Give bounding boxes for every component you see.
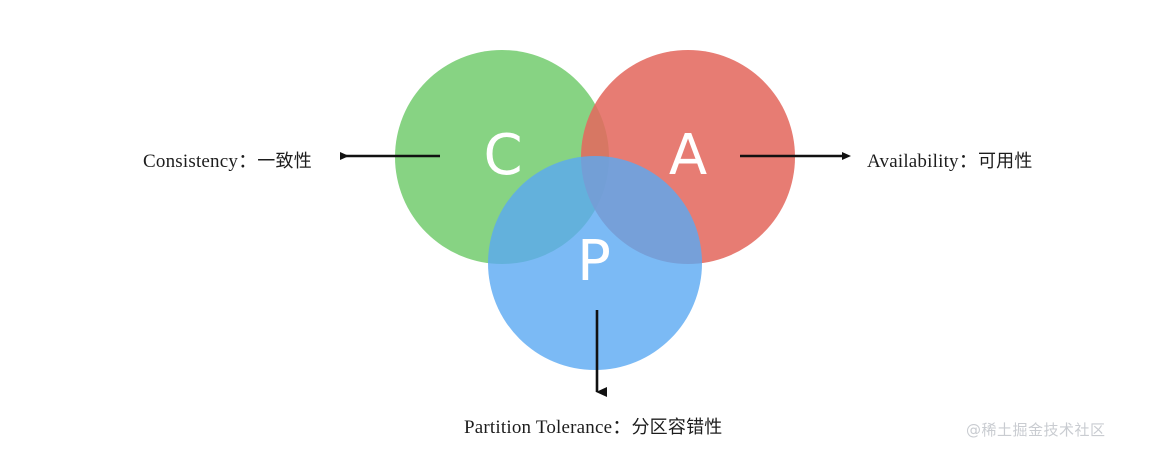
circle-letter-p: P [577,229,611,294]
circle-letters: C A P [483,123,707,294]
watermark: @稀土掘金技术社区 [966,421,1106,439]
label-availability-chinese: 可用性 [977,151,1033,172]
label-partition-tolerance: Partition Tolerance：分区容错性 [464,412,722,439]
label-availability: Availability：可用性 [867,146,1033,173]
label-partition-tolerance-english: Partition Tolerance： [464,417,632,438]
venn-circles [395,50,795,370]
circle-letter-a: A [669,123,707,188]
circle-partition-tolerance [488,156,702,370]
label-consistency: Consistency：一致性 [143,146,312,173]
label-consistency-chinese: 一致性 [257,151,312,172]
circle-letter-c: C [483,123,522,188]
arrows [340,152,851,397]
label-consistency-english: Consistency： [143,151,258,172]
label-partition-tolerance-chinese: 分区容错性 [631,417,723,438]
label-availability-english: Availability： [867,151,978,172]
